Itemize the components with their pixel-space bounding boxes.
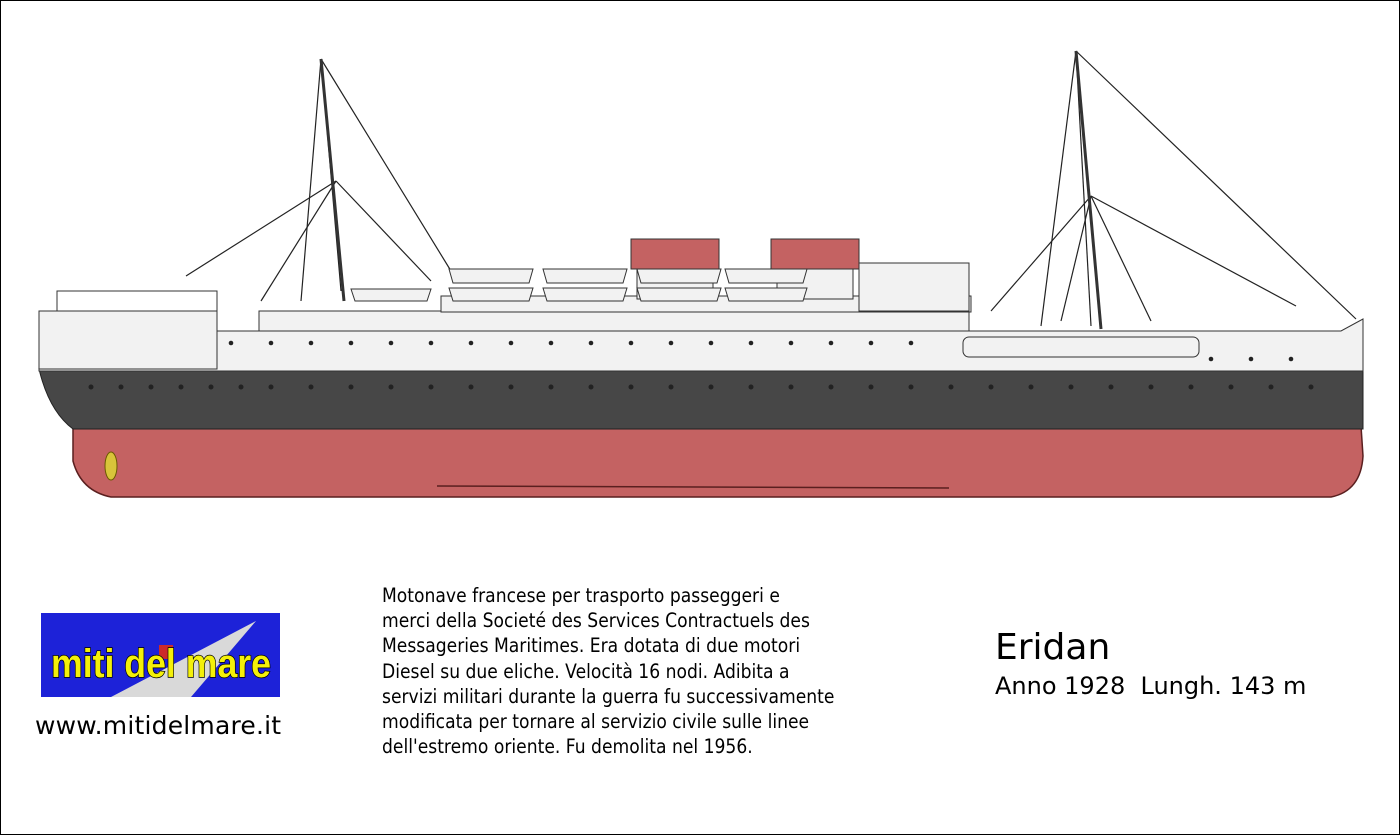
portholes xyxy=(88,384,1314,390)
ship-specs: Anno 1928 Lungh. 143 m xyxy=(995,672,1307,700)
hull-band xyxy=(38,368,1364,430)
rigging xyxy=(185,50,1357,327)
description-line: Messageries Maritimes. Era dotata di due… xyxy=(382,634,801,658)
description-line: dell'estremo oriente. Fu demolita nel 19… xyxy=(382,735,753,759)
description-line: Diesel su due eliche. Velocità 16 nodi. … xyxy=(382,659,790,683)
lifeboats xyxy=(350,268,808,302)
funnel-aft xyxy=(630,238,720,270)
ship-name: Eridan xyxy=(995,627,1111,668)
masts xyxy=(319,50,1103,330)
propeller xyxy=(104,451,118,481)
ship-description: Motonave francese per trasporto passegge… xyxy=(382,583,884,759)
miti-del-mare-logo: miti del mare xyxy=(41,613,280,697)
ship-illustration xyxy=(38,50,1364,498)
description-line: merci della Societé des Services Contrac… xyxy=(382,609,810,633)
description-line: servizi militari durante la guerra fu su… xyxy=(382,684,835,708)
description-line: Motonave francese per trasporto passegge… xyxy=(382,584,780,607)
logo-text: miti del mare xyxy=(51,642,271,686)
website-url: www.mitidelmare.it xyxy=(35,711,282,740)
description-line: modificata per tornare al servizio civil… xyxy=(382,710,810,734)
hull-lower xyxy=(72,425,1364,498)
upper-portholes xyxy=(228,340,1294,362)
funnel-fore xyxy=(770,238,860,270)
